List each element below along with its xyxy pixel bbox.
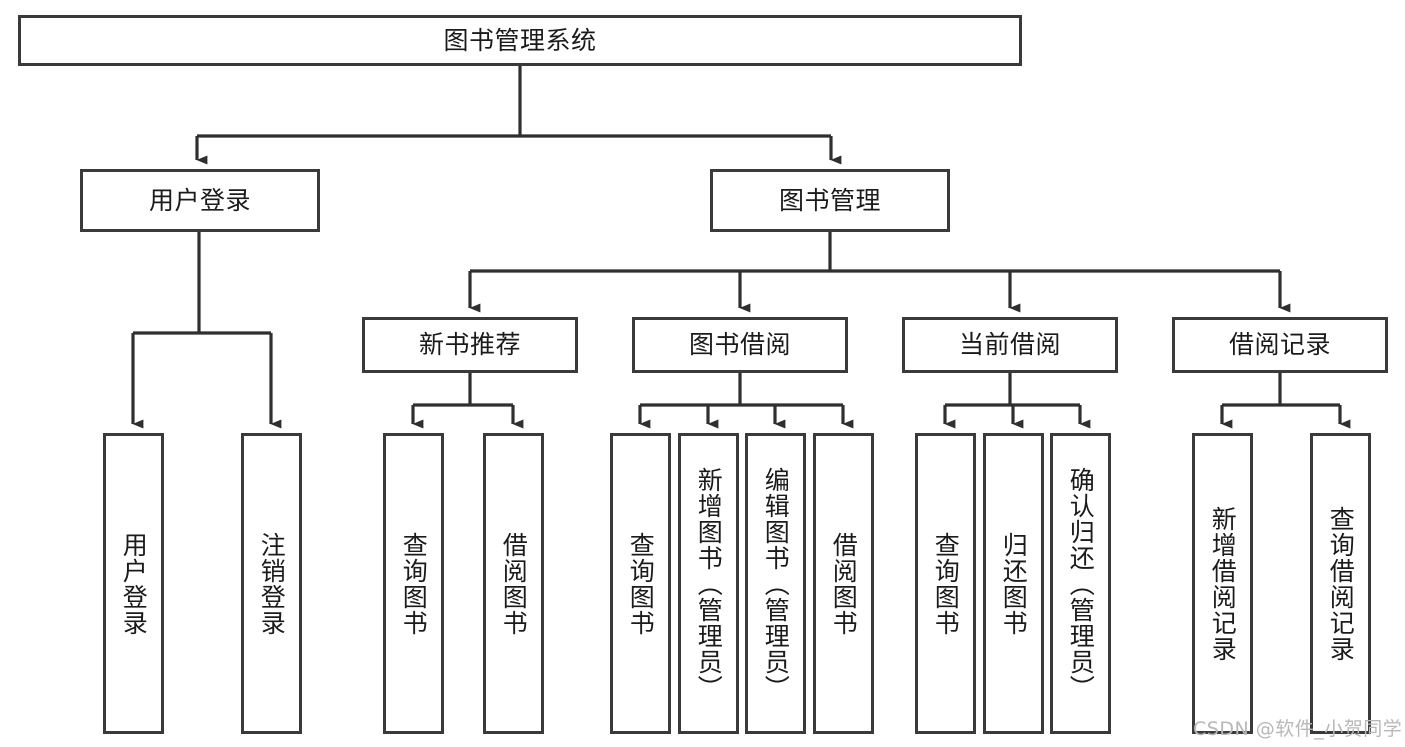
node-leaf-query-book-1-label: 查询图书	[399, 531, 429, 636]
node-leaf-user-login[interactable]: 用户登录	[103, 433, 164, 734]
node-borrow-record-label: 借阅记录	[1228, 330, 1331, 360]
node-leaf-query-book-1[interactable]: 查询图书	[383, 433, 444, 734]
node-root[interactable]: 图书管理系统	[18, 15, 1022, 66]
node-leaf-logout-label: 注销登录	[257, 531, 287, 636]
node-leaf-borrow-book-2-label: 借阅图书	[829, 531, 859, 636]
node-leaf-query-book-2[interactable]: 查询图书	[610, 433, 671, 734]
node-user-login[interactable]: 用户登录	[80, 169, 320, 232]
node-leaf-return-book-label: 归还图书	[999, 531, 1029, 636]
node-leaf-return-book[interactable]: 归还图书	[983, 433, 1044, 734]
edge-user-login-to-leaves	[131, 232, 282, 429]
node-leaf-borrow-book-1[interactable]: 借阅图书	[483, 433, 544, 734]
node-leaf-add-book[interactable]: 新增图书（管理员）	[678, 433, 739, 734]
edge-root-to-level2	[195, 66, 842, 165]
node-leaf-confirm-return[interactable]: 确认归还（管理员）	[1050, 433, 1111, 734]
node-new-book-recommend[interactable]: 新书推荐	[362, 317, 578, 373]
edge-borrow-record-to-leaves	[1220, 373, 1351, 429]
node-new-book-recommend-label: 新书推荐	[418, 330, 521, 360]
node-leaf-confirm-return-label: 确认归还（管理员）	[1066, 466, 1096, 701]
node-leaf-query-book-3-label: 查询图书	[931, 531, 961, 636]
node-current-borrow-label: 当前借阅	[958, 330, 1061, 360]
node-leaf-user-login-label: 用户登录	[119, 531, 149, 636]
node-current-borrow[interactable]: 当前借阅	[902, 317, 1118, 373]
node-leaf-query-record-label: 查询借阅记录	[1326, 505, 1356, 662]
edge-new-book-recommend-to-leaves	[411, 373, 524, 429]
node-book-management[interactable]: 图书管理	[710, 169, 950, 232]
edge-book-management-to-level3	[468, 232, 1291, 313]
node-book-borrow[interactable]: 图书借阅	[632, 317, 848, 373]
csdn-watermark: CSDN @软件_小贺同学	[1193, 718, 1403, 740]
node-leaf-query-book-3[interactable]: 查询图书	[915, 433, 976, 734]
node-leaf-borrow-book-1-label: 借阅图书	[499, 531, 529, 636]
node-leaf-add-book-label: 新增图书（管理员）	[694, 466, 724, 701]
node-leaf-add-record[interactable]: 新增借阅记录	[1192, 433, 1253, 734]
node-leaf-add-record-label: 新增借阅记录	[1208, 505, 1238, 662]
node-leaf-edit-book[interactable]: 编辑图书（管理员）	[745, 433, 806, 734]
node-leaf-logout[interactable]: 注销登录	[241, 433, 302, 734]
edge-current-borrow-to-leaves	[943, 373, 1091, 429]
node-book-borrow-label: 图书借阅	[688, 330, 791, 360]
node-leaf-query-record[interactable]: 查询借阅记录	[1310, 433, 1371, 734]
node-leaf-edit-book-label: 编辑图书（管理员）	[761, 466, 791, 701]
edge-book-borrow-to-leaves	[638, 373, 854, 429]
node-user-login-label: 用户登录	[148, 185, 251, 215]
node-borrow-record[interactable]: 借阅记录	[1172, 317, 1388, 373]
node-leaf-query-book-2-label: 查询图书	[626, 531, 656, 636]
node-leaf-borrow-book-2[interactable]: 借阅图书	[813, 433, 874, 734]
node-root-label: 图书管理系统	[443, 25, 597, 55]
node-book-management-label: 图书管理	[778, 185, 881, 215]
